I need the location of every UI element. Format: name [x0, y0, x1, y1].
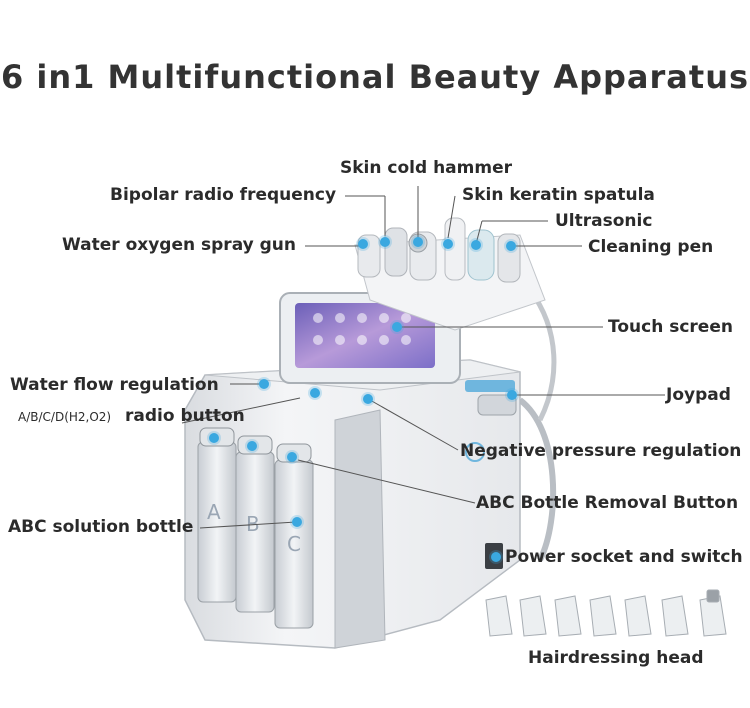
label-skin-cold-hammer: Skin cold hammer	[340, 158, 512, 178]
page-title: 6 in1 Multifunctional Beauty Apparatus	[0, 58, 750, 96]
marker-water-flow	[259, 379, 269, 389]
marker-bipolar-rf	[380, 237, 390, 247]
label-touch-screen: Touch screen	[608, 317, 733, 337]
label-abc-solution-bottle: ABC solution bottle	[8, 517, 194, 537]
label-bipolar-rf: Bipolar radio frequency	[110, 185, 337, 205]
label-cleaning-pen: Cleaning pen	[588, 237, 714, 257]
label-radio-button-prefix: A/B/C/D(H2,O2)	[18, 410, 112, 424]
marker-solution-bottle	[292, 517, 302, 527]
marker-negative-pressure	[363, 394, 373, 404]
label-ultrasonic: Ultrasonic	[555, 211, 653, 231]
marker-bottle-b-button	[247, 441, 257, 451]
marker-cold-hammer	[413, 237, 423, 247]
marker-cleaning-pen	[506, 241, 516, 251]
bottle-label-c: C	[287, 532, 301, 556]
marker-bottle-c-button	[287, 452, 297, 462]
marker-keratin-spatula	[443, 239, 453, 249]
bottle-label-b: B	[246, 512, 260, 536]
label-negative-pressure: Negative pressure regulation	[460, 441, 742, 461]
marker-power-socket	[491, 552, 501, 562]
marker-touch-screen	[392, 322, 402, 332]
marker-bottle-a-button	[209, 433, 219, 443]
marker-spray-gun	[358, 239, 368, 249]
marker-radio-button	[310, 388, 320, 398]
label-hairdressing-head: Hairdressing head	[528, 648, 704, 668]
label-power-socket: Power socket and switch	[505, 547, 743, 567]
bottle-label-a: A	[207, 500, 221, 524]
marker-joypad	[507, 390, 517, 400]
label-radio-button: radio button	[125, 406, 245, 426]
label-joypad: Joypad	[666, 385, 731, 405]
label-water-oxygen-spray-gun: Water oxygen spray gun	[62, 235, 297, 255]
label-water-flow-regulation: Water flow regulation	[10, 375, 219, 395]
marker-ultrasonic	[471, 240, 481, 250]
label-skin-keratin-spatula: Skin keratin spatula	[462, 185, 655, 205]
label-abc-removal-button: ABC Bottle Removal Button	[476, 493, 739, 513]
